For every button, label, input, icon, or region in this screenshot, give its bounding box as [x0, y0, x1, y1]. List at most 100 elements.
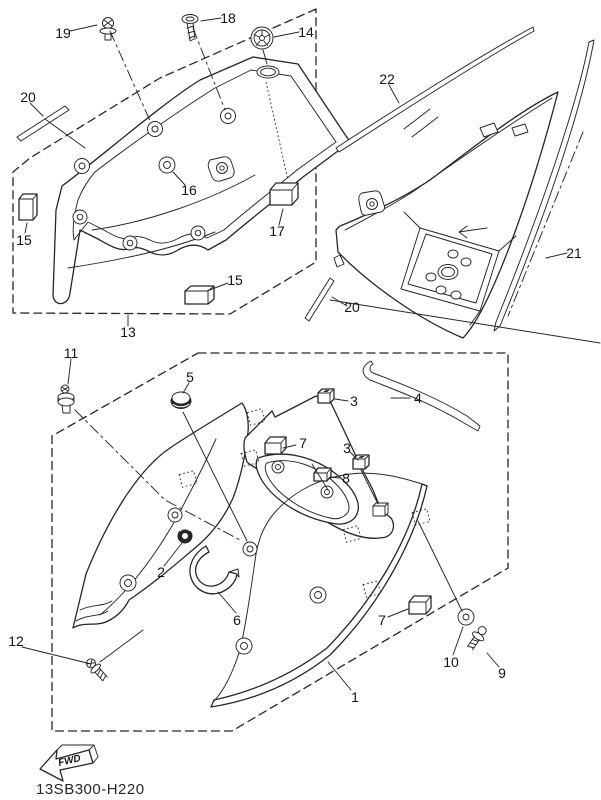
leader-20-right: [331, 296, 348, 307]
pad-8: [313, 467, 332, 482]
grommet-10: [457, 608, 475, 626]
callouts: 19 18 14 20 22 15 16 17 21 15 13 20 11 5…: [8, 10, 582, 705]
callout-2: 2: [157, 564, 165, 580]
line-grommet5: [182, 411, 248, 542]
boundary-box-seat-cowl: [12, 8, 317, 315]
callout-7-lower: 7: [378, 612, 386, 628]
leader-3-lower: [349, 451, 359, 461]
leader-8: [329, 476, 340, 479]
tail-bracket: [400, 211, 517, 326]
tail-tabs: [333, 122, 529, 268]
leader-2: [163, 542, 183, 567]
leader-7-lower: [387, 608, 409, 618]
tail-cowl-inner-edge: [344, 97, 553, 231]
leader-20-left: [29, 102, 44, 117]
line-screw12: [99, 629, 144, 663]
leader-20-left-ext: [44, 118, 86, 149]
line-screw19: [109, 30, 152, 124]
mounting-tab: [207, 156, 235, 182]
grommet-5: [170, 391, 192, 409]
callout-18: 18: [220, 10, 236, 26]
nose-line-2: [75, 610, 109, 622]
strip-20-left: [16, 105, 70, 142]
line-trim21: [507, 131, 584, 317]
callout-8: 8: [342, 470, 350, 486]
line-clip3-lower: [360, 469, 379, 505]
callout-4: 4: [414, 390, 422, 406]
callout-17: 17: [269, 223, 285, 239]
cap-hole-14: [256, 65, 280, 79]
screw-18: [181, 14, 199, 42]
leader-10: [452, 626, 464, 656]
assembly-lines: [74, 27, 601, 663]
leader-7-upper: [282, 444, 297, 449]
fwd-arrow-extrusion: [56, 744, 99, 764]
leader-19: [69, 24, 98, 32]
side-cowl-left-panel: [72, 402, 249, 629]
damper-17: [269, 182, 299, 206]
callout-19: 19: [55, 25, 71, 41]
tail-cowl-outline: [335, 91, 559, 339]
washer-2: [177, 528, 193, 544]
damper-15-bottom: [184, 285, 215, 305]
fwd-label: FWD: [57, 753, 82, 769]
callout-14: 14: [298, 24, 314, 40]
cap-14: [250, 26, 274, 50]
strip-22: [335, 26, 535, 153]
callout-1: 1: [351, 689, 359, 705]
leader-22: [388, 84, 400, 104]
fwd-arrow-face: [39, 749, 94, 782]
position-markers: [178, 408, 431, 598]
line-pad8: [311, 463, 329, 491]
nose-line-1: [79, 600, 113, 611]
line-tail-mount: [329, 299, 601, 344]
bracket-6: [189, 545, 240, 595]
boundary-box-side-cowl: [51, 352, 509, 732]
leader-1: [327, 661, 352, 691]
strip-20-right: [304, 277, 335, 322]
callout-16: 16: [181, 182, 197, 198]
leader-12: [21, 646, 92, 665]
screw-19: [99, 17, 117, 41]
callout-12: 12: [8, 633, 24, 649]
leader-15-bottom: [206, 282, 229, 292]
leader-6: [217, 591, 237, 614]
pad-7-upper: [264, 436, 287, 455]
callout-7-upper: 7: [299, 435, 307, 451]
leader-18: [200, 17, 222, 22]
line-grommet10: [417, 520, 463, 612]
callout-13: 13: [120, 324, 136, 340]
damper-15-left: [18, 193, 38, 221]
break-mark-22: [403, 108, 439, 138]
callout-5: 5: [186, 369, 194, 385]
leader-lines: [21, 17, 568, 691]
callout-3-lower: 3: [343, 440, 351, 456]
clip-3-upper: [317, 388, 335, 404]
callout-15-left: 15: [16, 232, 32, 248]
line-screw18: [192, 27, 226, 111]
callout-10: 10: [443, 654, 459, 670]
trim-4: [362, 360, 481, 432]
tail-cowl-assembly: [304, 26, 595, 339]
seat-cowl-holes: [72, 108, 236, 251]
leader-16: [172, 171, 186, 186]
grommet-16: [158, 156, 176, 174]
fwd-arrow: FWD: [39, 744, 99, 782]
callout-21: 21: [566, 245, 582, 261]
callout-6: 6: [233, 612, 241, 628]
seat-cowl-assembly: [12, 8, 351, 327]
callout-9: 9: [498, 665, 506, 681]
screw-12: [86, 658, 108, 682]
line-cap14: [262, 49, 268, 65]
seat-pan-contour-1: [91, 174, 256, 231]
side-cowl-holes: [119, 460, 334, 655]
callout-3-upper: 3: [350, 393, 358, 409]
callout-11: 11: [64, 345, 79, 361]
callout-15-bottom: 15: [227, 272, 243, 288]
bolt-11: [57, 384, 75, 414]
leader-5: [182, 382, 190, 394]
leader-21: [545, 252, 568, 259]
callout-20-right: 20: [344, 299, 360, 315]
